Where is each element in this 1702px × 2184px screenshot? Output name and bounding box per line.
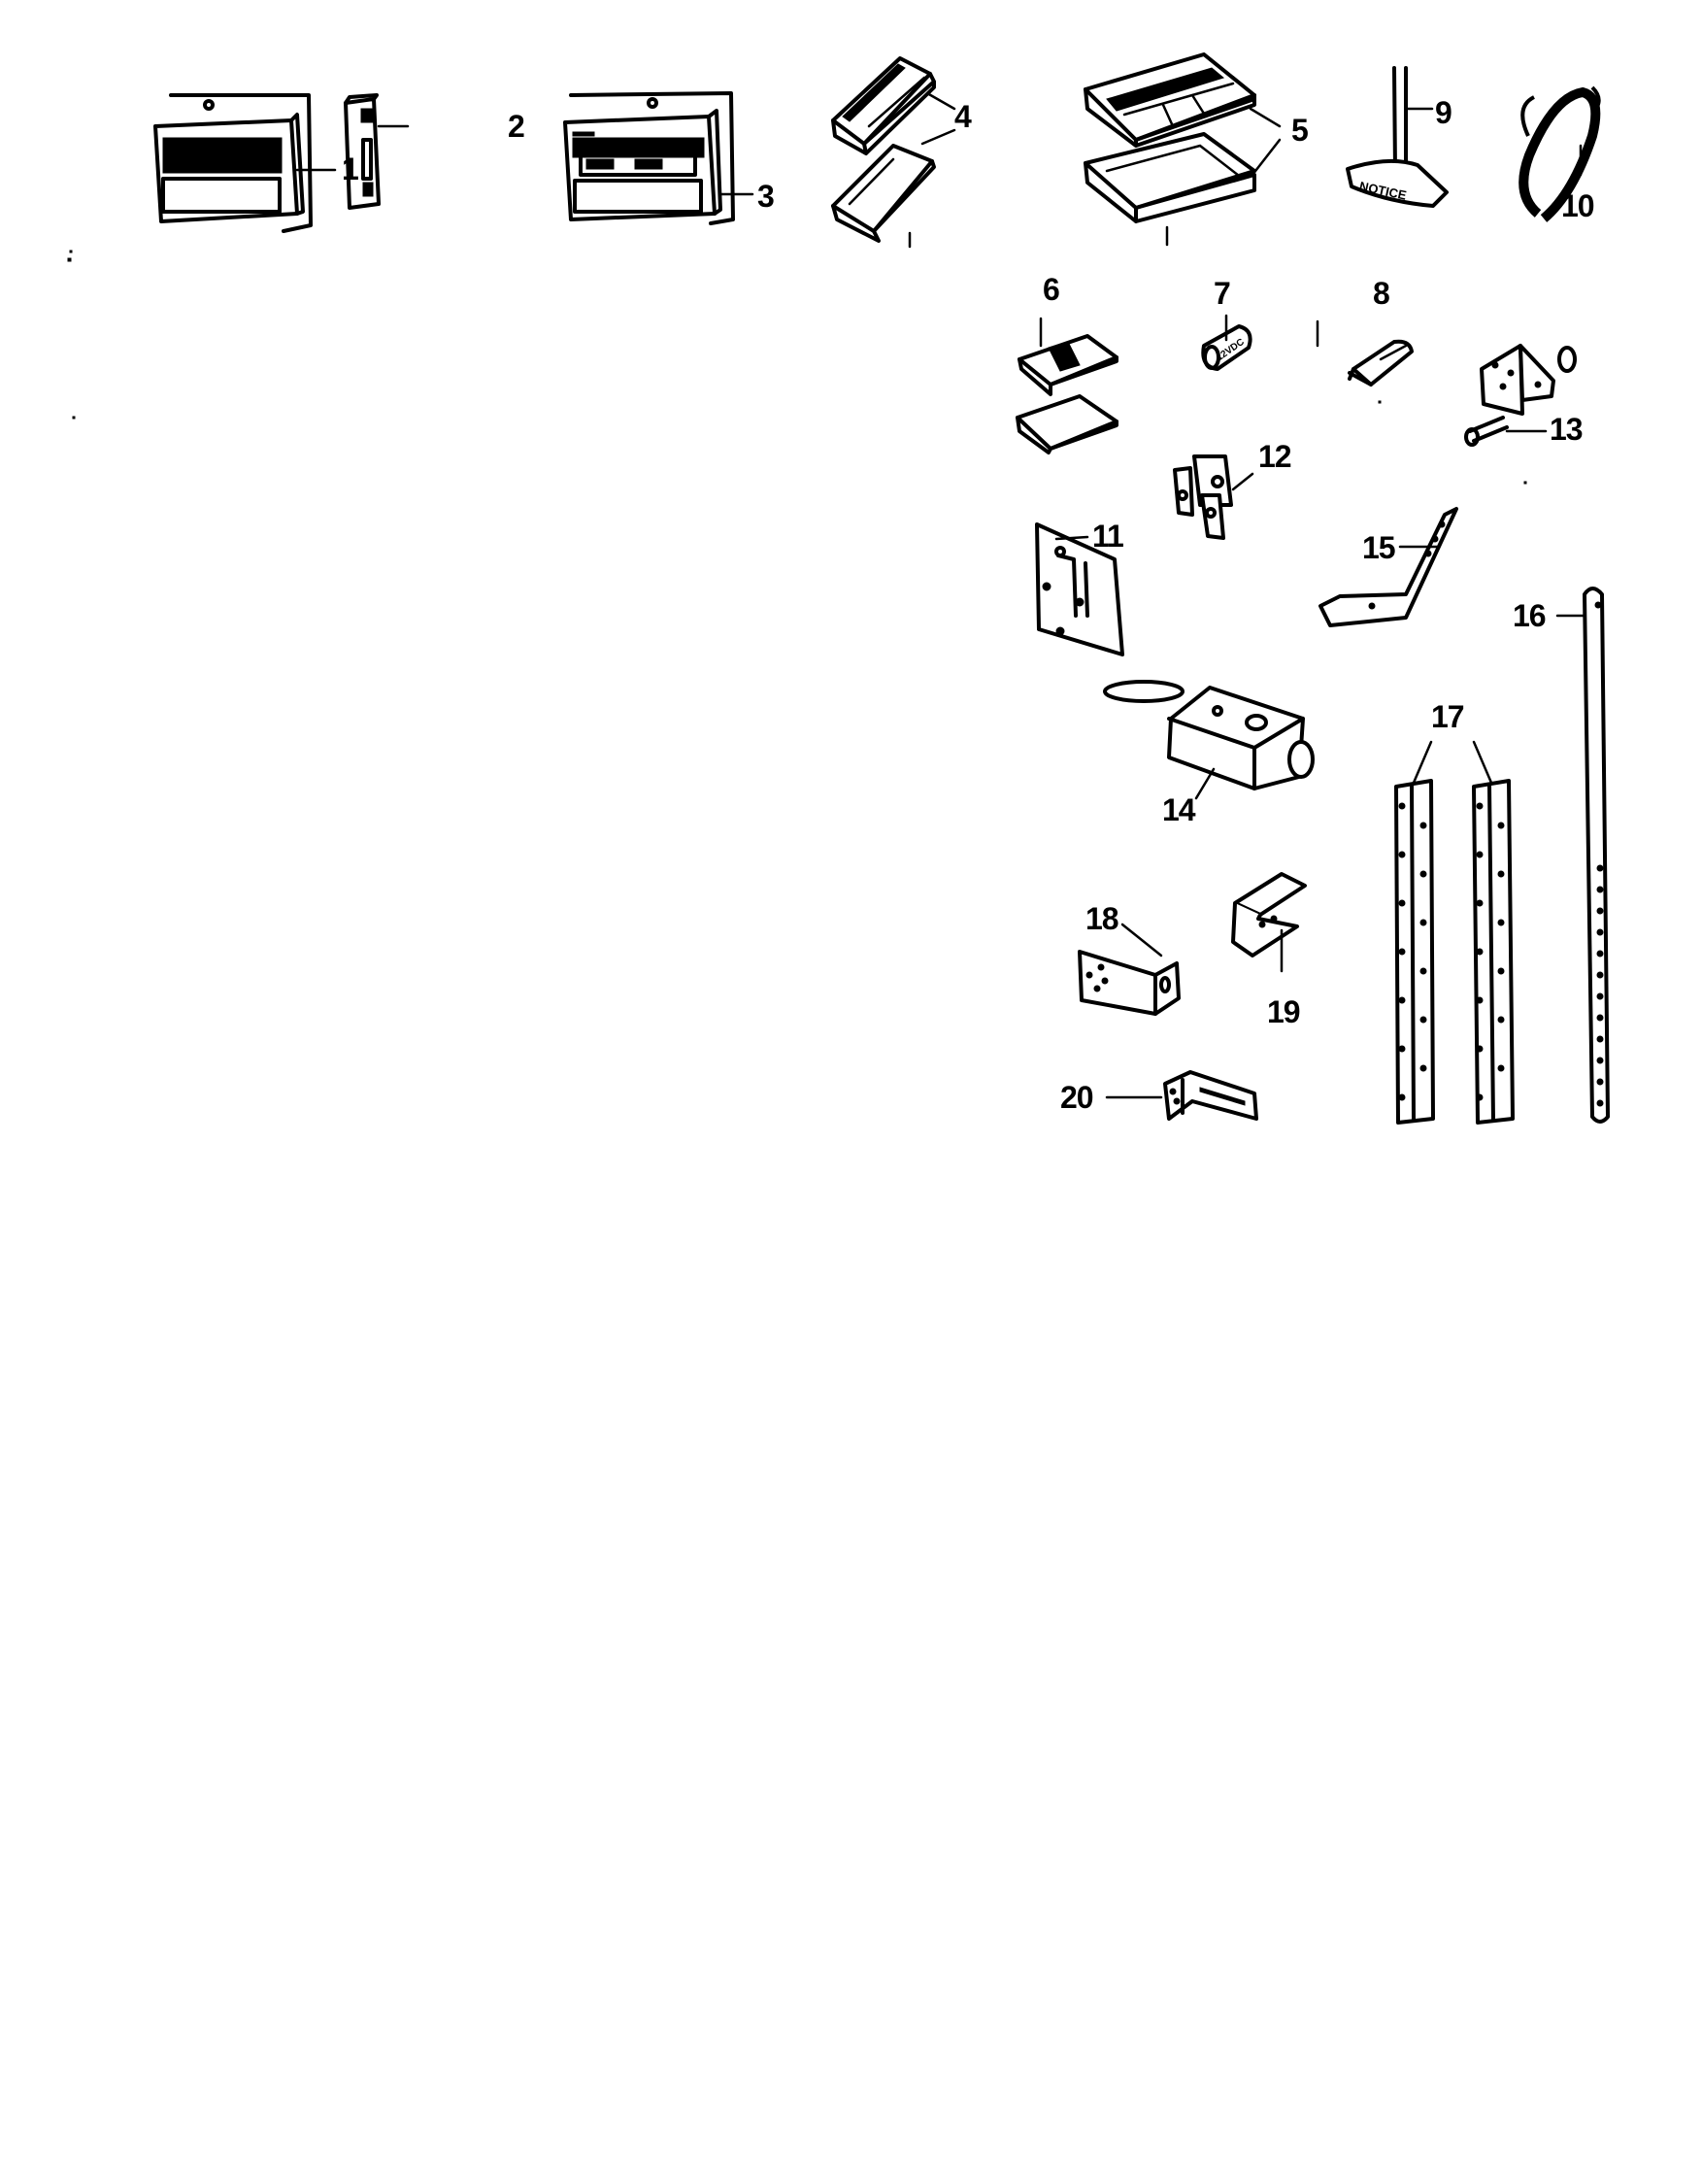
part-9-rope-handle-icon: NOTICE <box>1346 66 1449 208</box>
part-17-angle-iron-icon <box>1394 740 1515 1125</box>
callout-2: 2 <box>508 109 525 144</box>
part-4-remote-icon <box>831 56 956 249</box>
part-16-straight-door-arm-icon <box>1555 587 1610 1124</box>
callout-16: 16 <box>1513 598 1547 633</box>
callout-11: 11 <box>1092 519 1124 554</box>
callout-3: 3 <box>757 179 775 214</box>
callout-1: 1 <box>342 151 359 186</box>
part-8-clip-icon <box>1316 319 1414 386</box>
part-3-wall-control-buttons-icon <box>563 91 754 225</box>
callout-17: 17 <box>1431 699 1465 734</box>
part-13-bracket-pin-icon <box>1464 344 1577 447</box>
scan-specks <box>67 250 1527 485</box>
callout-6: 6 <box>1043 272 1060 307</box>
part-19-u-bracket-icon <box>1231 872 1307 973</box>
callout-10: 10 <box>1561 188 1595 223</box>
callout-14: 14 <box>1162 792 1196 827</box>
callout-13: 13 <box>1550 412 1584 447</box>
part-1-wall-control-icon <box>153 93 337 233</box>
part-10-wire-coil-icon <box>1518 85 1601 222</box>
part-18-door-bracket-icon <box>1078 923 1181 1016</box>
part-6-mini-remote-icon <box>1016 317 1118 454</box>
part-12-header-bracket-icon <box>1173 454 1254 540</box>
part-2-sensor-icon <box>344 93 410 210</box>
callout-15: 15 <box>1362 530 1396 565</box>
callout-5: 5 <box>1291 113 1309 148</box>
part-15-curved-door-arm-icon <box>1318 507 1458 627</box>
callout-18: 18 <box>1085 901 1119 936</box>
part-14-trolley-icon <box>1103 680 1315 800</box>
callout-19: 19 <box>1267 994 1301 1029</box>
part-7-battery-icon: 12VDC <box>1201 314 1252 371</box>
part-11-mounting-plate-icon <box>1035 522 1124 656</box>
callout-9: 9 <box>1435 95 1452 130</box>
part-20-angle-bracket-icon <box>1105 1070 1258 1121</box>
callout-12: 12 <box>1258 439 1292 474</box>
part-5-remote-3-button-icon <box>1084 52 1282 247</box>
callout-7: 7 <box>1214 276 1231 311</box>
callout-8: 8 <box>1373 276 1390 311</box>
callout-20: 20 <box>1060 1080 1094 1115</box>
callout-4: 4 <box>954 99 972 134</box>
